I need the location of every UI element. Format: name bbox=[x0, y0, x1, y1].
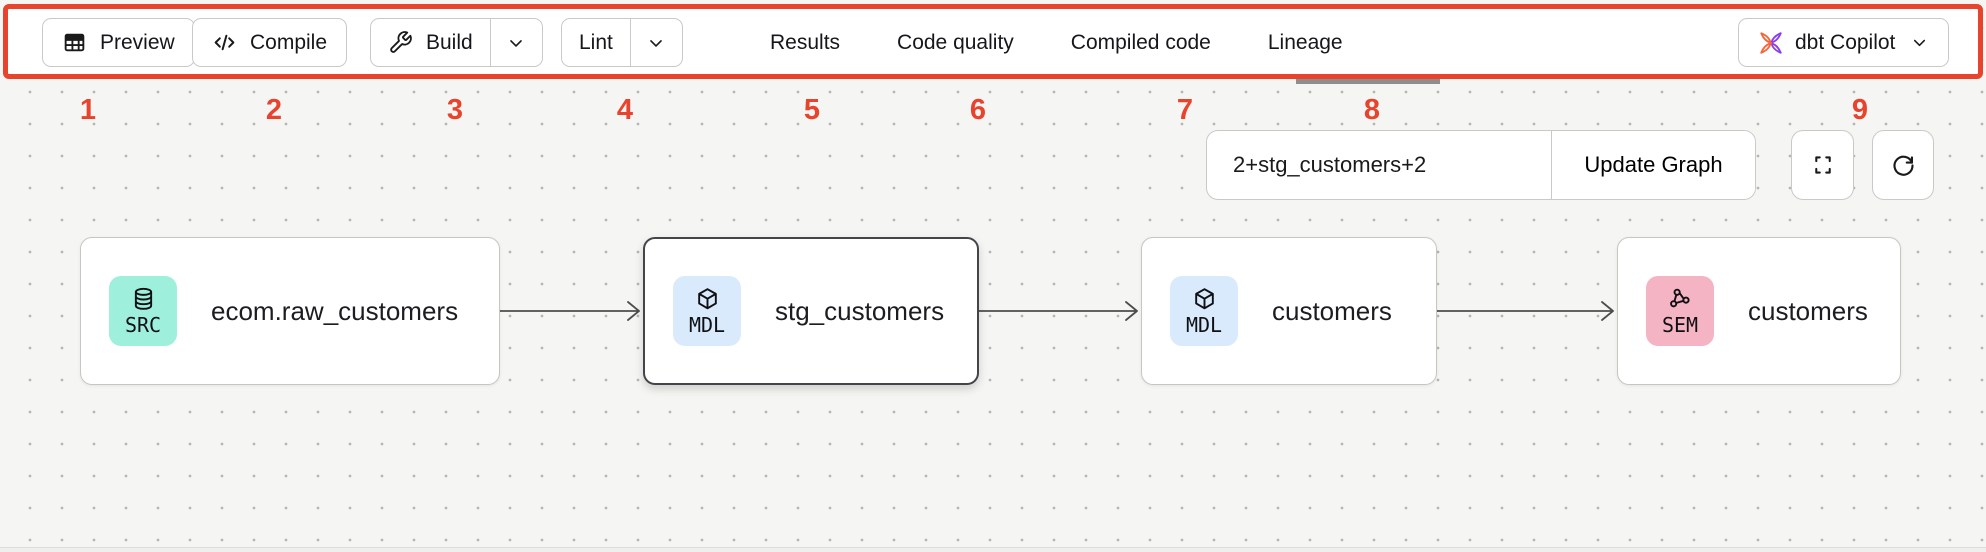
callout-number-9: 9 bbox=[1851, 94, 1869, 126]
refresh-button[interactable] bbox=[1872, 130, 1934, 200]
results-tab-bar: Results Code quality Compiled code Linea… bbox=[770, 18, 1343, 67]
lint-split-button: Lint bbox=[561, 18, 683, 67]
compile-button[interactable]: Compile bbox=[192, 18, 348, 67]
semantic-badge: SEM bbox=[1646, 276, 1714, 346]
build-dropdown-button[interactable] bbox=[489, 19, 542, 66]
chevron-down-icon bbox=[1910, 33, 1929, 52]
callout-number-1: 1 bbox=[79, 94, 97, 126]
update-graph-button[interactable]: Update Graph bbox=[1552, 131, 1755, 199]
lineage-node-customers-semantic[interactable]: SEM customers bbox=[1617, 237, 1901, 385]
callout-number-5: 5 bbox=[803, 94, 821, 126]
callout-number-6: 6 bbox=[969, 94, 987, 126]
bottom-edge-strip bbox=[0, 547, 1986, 552]
build-button-label: Build bbox=[426, 30, 473, 54]
source-badge: SRC bbox=[109, 276, 177, 346]
lint-dropdown-button[interactable] bbox=[629, 19, 682, 66]
fullscreen-button[interactable] bbox=[1791, 130, 1854, 200]
lint-button[interactable]: Lint bbox=[562, 19, 630, 66]
tab-lineage[interactable]: Lineage bbox=[1267, 30, 1343, 54]
node-label: stg_customers bbox=[775, 295, 945, 326]
selector-divider bbox=[1550, 131, 1552, 199]
node-label: ecom.raw_customers bbox=[211, 295, 459, 326]
preview-button[interactable]: Preview bbox=[42, 18, 195, 67]
active-tab-underline bbox=[1296, 78, 1440, 84]
callout-number-8: 8 bbox=[1363, 94, 1381, 126]
node-type-badge: SEM bbox=[1661, 313, 1699, 337]
callout-number-3: 3 bbox=[446, 94, 464, 126]
database-icon bbox=[130, 286, 157, 313]
node-label: customers bbox=[1272, 295, 1392, 326]
code-icon bbox=[212, 30, 237, 55]
table-icon bbox=[62, 30, 87, 55]
build-button[interactable]: Build bbox=[371, 19, 490, 66]
chevron-down-icon bbox=[646, 33, 666, 53]
dbt-logo-icon bbox=[1758, 30, 1784, 56]
dbt-copilot-button[interactable]: dbt Copilot bbox=[1738, 18, 1950, 67]
node-type-badge: MDL bbox=[1185, 313, 1223, 337]
semantic-model-icon bbox=[1667, 286, 1694, 313]
wrench-icon bbox=[388, 30, 413, 55]
lint-button-label: Lint bbox=[579, 30, 613, 54]
cube-icon bbox=[1191, 286, 1218, 313]
cube-icon bbox=[694, 286, 721, 313]
lineage-node-customers-model[interactable]: MDL customers bbox=[1141, 237, 1437, 385]
lineage-selector-input[interactable]: 2+stg_customers+2 bbox=[1233, 152, 1427, 177]
lineage-node-stg-customers[interactable]: MDL stg_customers bbox=[643, 237, 979, 385]
tab-code-quality[interactable]: Code quality bbox=[897, 30, 1014, 54]
preview-button-label: Preview bbox=[100, 30, 175, 54]
compile-button-label: Compile bbox=[250, 30, 328, 54]
lineage-selector-group: 2+stg_customers+2 Update Graph bbox=[1206, 130, 1756, 200]
refresh-icon bbox=[1890, 152, 1917, 179]
callout-number-4: 4 bbox=[616, 94, 634, 126]
node-label: customers bbox=[1748, 295, 1868, 326]
chevron-down-icon bbox=[506, 33, 526, 53]
node-type-badge: SRC bbox=[124, 313, 162, 337]
model-badge: MDL bbox=[673, 276, 741, 346]
fullscreen-icon bbox=[1810, 152, 1836, 178]
callout-number-2: 2 bbox=[265, 94, 283, 126]
tab-results[interactable]: Results bbox=[770, 30, 841, 54]
build-split-button: Build bbox=[370, 18, 543, 67]
model-badge: MDL bbox=[1170, 276, 1238, 346]
lineage-node-source-raw-customers[interactable]: SRC ecom.raw_customers bbox=[80, 237, 500, 385]
dbt-copilot-label: dbt Copilot bbox=[1795, 30, 1896, 54]
tab-compiled-code[interactable]: Compiled code bbox=[1070, 30, 1211, 54]
callout-number-7: 7 bbox=[1176, 94, 1194, 126]
node-type-badge: MDL bbox=[688, 313, 726, 337]
